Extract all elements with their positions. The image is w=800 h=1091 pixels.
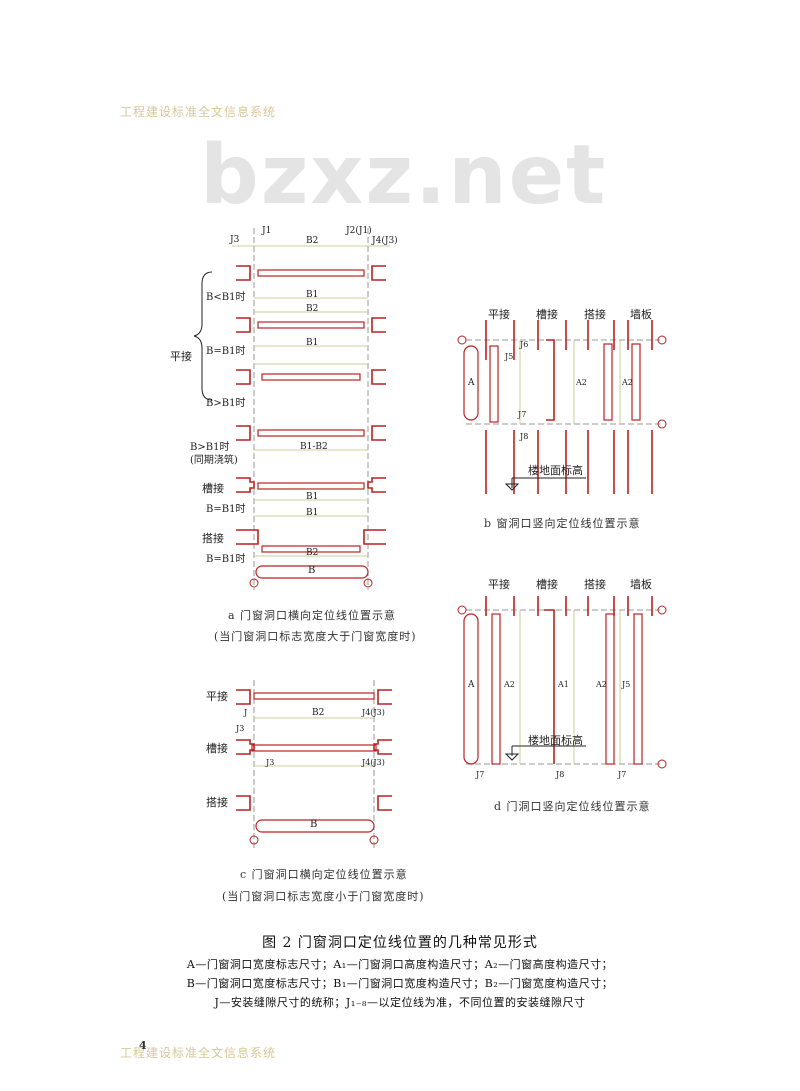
fig-c-label-flat: 平接: [206, 690, 228, 703]
fig-b-dim-j7: J7: [518, 410, 527, 419]
fig-b-header-groove: 槽接: [536, 308, 558, 321]
fig-a-dim-j2: J2(J1): [346, 226, 372, 236]
fig-a-row-5: B=B1时: [206, 504, 246, 515]
fig-a-caption-note: (当门窗洞口标志宽度大于门窗宽度时): [214, 630, 417, 643]
figure-title: 图 2 门窗洞口定位线位置的几种常见形式: [262, 935, 538, 951]
fig-b-dim-j6: J6: [520, 340, 529, 349]
fig-a-joint-lap: 搭接: [202, 532, 224, 545]
fig-a-dim-row-7: B2: [306, 548, 319, 558]
fig-a-dim-row-1: B1: [306, 290, 319, 300]
fig-a-group-label: 平接: [170, 350, 192, 363]
fig-a-dim-j1: J1: [262, 226, 272, 236]
fig-b-header-lap: 搭接: [584, 308, 606, 321]
fig-b-dim-a2b: A2: [622, 378, 633, 387]
fig-c-label-groove: 槽接: [206, 742, 228, 755]
fig-a-joint-groove: 槽接: [202, 482, 224, 495]
fig-a-dim-b: B: [308, 565, 316, 576]
fig-b-header-flat: 平接: [488, 308, 510, 321]
header-source: 工程建设标准全文信息系统: [120, 105, 277, 119]
fig-a-dim-j4: J4(J3): [372, 236, 398, 246]
fig-d-caption: d 门洞口竖向定位线位置示意: [494, 800, 651, 813]
fig-b-dim-a2a: A2: [576, 378, 587, 387]
fig-c-dim-j4a: J4(J3): [362, 708, 385, 717]
fig-a-dim-row-2: B2: [306, 304, 319, 314]
fig-a-row-6: B=B1时: [206, 554, 246, 565]
fig-c-dim-j4b: J4(J3): [362, 758, 385, 767]
fig-c-caption-note: (当门窗洞口标志宽度小于门窗宽度时): [222, 890, 425, 903]
fig-c-caption: c 门窗洞口横向定位线位置示意: [240, 868, 408, 881]
fig-d-header-flat: 平接: [488, 578, 510, 591]
fig-a-dim-j3: J3: [230, 235, 240, 245]
fig-a-dim-b2: B2: [306, 236, 319, 246]
fig-d-dim-j7b: J7: [618, 770, 627, 779]
fig-a-row-2: B=B1时: [206, 346, 246, 357]
fig-c-dim-j3b: J3: [266, 758, 275, 767]
fig-c-dim-b: B: [310, 819, 318, 830]
fig-a-dim-row-4: B1-B2: [300, 442, 328, 452]
fig-d-dim-j8: J8: [556, 770, 565, 779]
fig-b-dim-j8: J8: [520, 432, 529, 441]
legend-line-3: J—安装缝隙尺寸的统称；J₁₋₈—以定位线为准，不同位置的安装缝隙尺寸: [214, 996, 586, 1009]
fig-d-header-panel: 墙板: [630, 578, 652, 591]
fig-d-dim-j7a: J7: [476, 770, 485, 779]
fig-c-dim-j3a: J3: [236, 724, 245, 733]
fig-c-dim-j: J: [244, 708, 248, 717]
fig-b-dim-j5: J5: [505, 352, 514, 361]
fig-a-row-4: B>B1时: [190, 442, 230, 453]
watermark: bzxz.net: [200, 128, 608, 223]
fig-d-dim-a2a: A2: [504, 680, 515, 689]
fig-d-header-lap: 搭接: [584, 578, 606, 591]
footer-source: 工程建设标准全文信息系统: [120, 1046, 277, 1060]
fig-a-dim-row-5: B1: [306, 492, 319, 502]
fig-a-dim-row-3: B1: [306, 338, 319, 348]
fig-a-row-3: B>B1时: [206, 398, 246, 409]
legend-line-2: B—门窗洞口宽度标志尺寸；B₁—门窗洞口宽度构造尺寸；B₂—门窗宽度构造尺寸；: [186, 977, 614, 990]
fig-c-dim-b2: B2: [312, 708, 325, 718]
fig-a-row-1: B<B1时: [206, 292, 246, 303]
page-number: 4: [139, 1039, 147, 1052]
fig-d-dim-a1: A1: [558, 680, 569, 689]
fig-b-caption: b 窗洞口竖向定位线位置示意: [484, 517, 641, 530]
fig-d-dim-a: A: [468, 680, 475, 690]
fig-c-label-lap: 搭接: [206, 796, 228, 809]
fig-d-dim-a2b: A2: [596, 680, 607, 689]
fig-d-header-groove: 槽接: [536, 578, 558, 591]
fig-b-dim-a: A: [468, 378, 475, 388]
fig-b-header-panel: 墙板: [630, 308, 652, 321]
fig-b-floor-label: 楼地面标高: [528, 464, 583, 477]
fig-a-dim-row-6: B1: [306, 508, 319, 518]
fig-d-dim-j5: J5: [622, 680, 631, 689]
fig-a-row-4b: (同期浇筑): [190, 455, 238, 466]
fig-d-floor-label: 楼地面标高: [528, 734, 583, 747]
fig-a-caption: a 门窗洞口横向定位线位置示意: [228, 609, 397, 622]
legend-line-1: A—门窗洞口宽度标志尺寸；A₁—门窗洞口高度构造尺寸；A₂—门窗高度构造尺寸；: [186, 958, 614, 971]
